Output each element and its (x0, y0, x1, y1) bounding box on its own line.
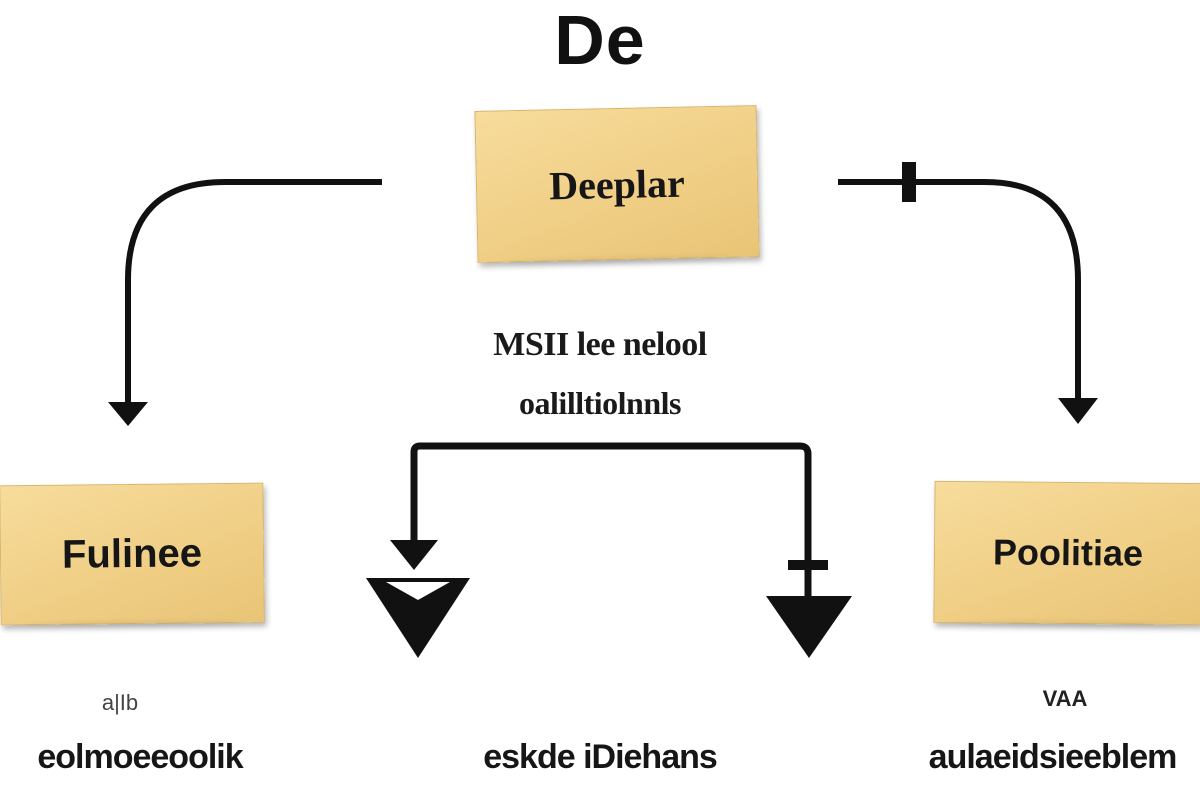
arrowhead-center-right-large (766, 596, 852, 658)
arrowhead-center-left-notch (386, 582, 450, 600)
arrowhead-center-left-large (366, 578, 470, 658)
center-text-line-2: oalilltiolnnls (519, 385, 681, 421)
left-small-label: a|Ib (101, 690, 139, 715)
connector-center-bracket (410, 442, 812, 600)
arrowhead-left (108, 402, 148, 426)
node-top: Deeplar (474, 105, 760, 263)
node-top-label: Deeplar (548, 160, 686, 208)
connector-tick-center-right (788, 560, 828, 570)
node-left: Fulinee (0, 482, 265, 626)
node-right: Poolitiae (933, 480, 1200, 626)
diagram-title: De (554, 1, 646, 79)
node-left-label: Fulinee (61, 530, 203, 577)
bottom-label-right: aulaeidsieeblem (928, 738, 1178, 776)
bottom-label-left: eolmoeeoolik (37, 738, 243, 776)
connector-tick-right (902, 162, 916, 202)
arrowhead-right (1058, 398, 1098, 424)
right-small-label: VAA (1042, 686, 1088, 711)
bottom-label-center: eskde iDiehans (483, 738, 718, 776)
center-text-line-1: MSII lee nelool (493, 326, 707, 363)
connector-top-to-right (838, 179, 1081, 406)
arrowhead-center-small (390, 540, 438, 570)
node-right-label: Poolitiae (992, 531, 1144, 574)
connector-top-to-left (125, 179, 382, 410)
